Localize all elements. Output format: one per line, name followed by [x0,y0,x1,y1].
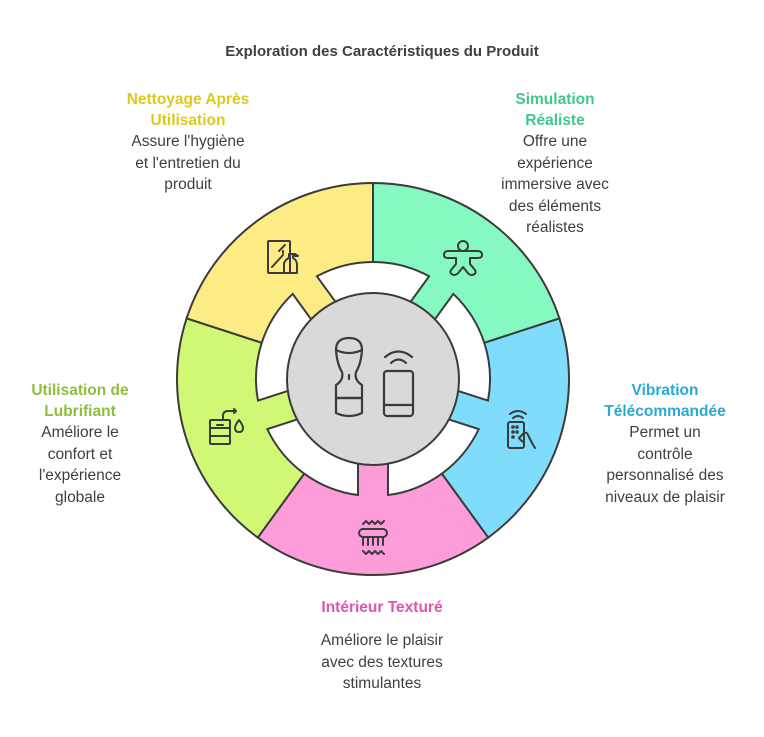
heading-line: Lubrifiant [44,403,116,420]
feature-block-simulation: Simulation Réaliste Offre une expérience… [474,89,636,239]
center-hub [286,292,460,466]
feature-description: Offre une expérience immersive avec des … [474,131,636,239]
gap-band [387,417,481,497]
description-line: réalistes [526,219,584,236]
lubricant-dispenser-icon [209,408,244,445]
description-line: Améliore le [41,424,119,441]
heading-line: Intérieur Texturé [321,599,443,616]
description-line: Permet un [629,424,701,441]
feature-heading: Vibration Télécommandée [584,380,746,422]
description-line: expérience [517,154,593,172]
heading-line: Vibration [631,382,699,399]
texture-brush-icon [358,520,388,555]
feature-heading: Intérieur Texturé [282,597,482,618]
human-figure-icon [443,240,483,276]
feature-description: Améliore le plaisir avec des textures st… [282,630,482,695]
description-line: des éléments [508,197,602,215]
feature-heading: Simulation Réaliste [474,89,636,131]
feature-block-interieur: Intérieur Texturé Améliore le plaisir av… [282,597,482,695]
feature-block-lubrifiant: Utilisation de Lubrifiant Améliore le co… [10,380,150,508]
feature-description: Permet un contrôle personnalisé des nive… [584,422,746,508]
description-line: globale [55,488,105,506]
gap-band [315,261,431,306]
description-line: Assure l'hygiène [131,133,245,150]
description-line: et l'entretien du [135,154,241,172]
heading-line: Utilisation [150,112,226,129]
description-line: l'expérience [38,467,122,484]
heading-line: Nettoyage Après [126,91,250,108]
diagram-title: Exploration des Caractéristiques du Prod… [225,43,539,60]
product-and-phone-icon [334,336,415,418]
description-line: avec des textures [321,653,443,671]
cleaning-spray-mirror-icon [267,240,299,274]
heading-line: Télécommandée [604,403,726,420]
gap-band [431,292,491,402]
description-line: immersive avec [501,176,609,193]
segment-interieur [256,377,490,576]
feature-block-vibration: Vibration Télécommandée Permet un contrô… [584,380,746,508]
description-line: confort et [47,445,113,463]
description-line: niveaux de plaisir [605,488,725,506]
heading-line: Utilisation de [31,382,129,399]
description-line: stimulantes [342,675,422,692]
feature-heading: Nettoyage Après Utilisation [98,89,278,131]
remote-control-hand-icon [507,410,536,449]
description-line: Offre une [522,133,588,150]
description-line: personnalisé des [606,467,724,484]
description-line: Améliore le plaisir [320,632,444,649]
heading-line: Simulation [515,91,595,108]
feature-description: Améliore le confort et l'expérience glob… [10,422,150,508]
gap-band [255,292,315,402]
description-line: produit [164,176,212,193]
feature-description: Assure l'hygiène et l'entretien du produ… [98,131,278,196]
feature-heading: Utilisation de Lubrifiant [10,380,150,422]
feature-block-nettoyage: Nettoyage Après Utilisation Assure l'hyg… [98,89,278,196]
heading-line: Réaliste [525,112,585,129]
gap-band [265,417,359,497]
description-line: contrôle [637,445,693,463]
